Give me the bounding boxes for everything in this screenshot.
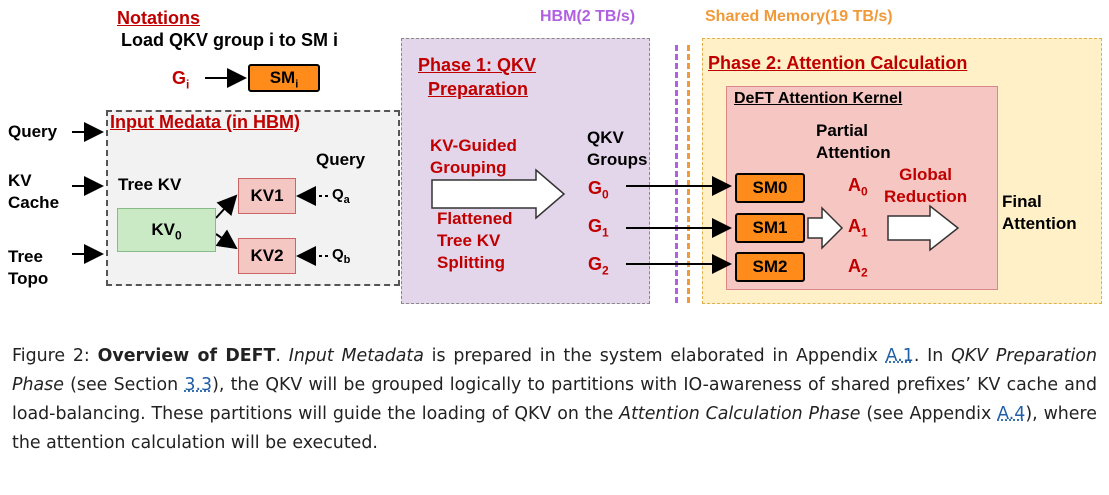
notations-desc: Load QKV group i to SM i [121,30,338,50]
group-g0: G0 [588,178,609,202]
sm2-node: SM2 [735,252,805,282]
hbm-divider [675,45,678,303]
phase2-title: Phase 2: Attention Calculation [708,53,968,73]
shared-divider [687,45,690,303]
kv1-node: KV1 [238,178,296,214]
figure-caption: Figure 2: Overview of DEFT. Input Metada… [12,346,1097,453]
tree-kv-label: Tree KV [118,175,182,194]
a0-label: A0 [848,175,868,199]
qa-label: Qa [332,186,350,206]
a1-label: A1 [848,216,868,240]
kernel-title: DeFT Attention Kernel [734,90,903,107]
notation-g: Gi [172,68,190,92]
shared-memory-label: Shared Memory(19 TB/s) [705,8,893,25]
notation-sm: SMi [248,64,320,92]
metadata-title: Input Medata (in HBM) [110,112,300,132]
link-appendix-a1[interactable]: A.1 [885,346,914,366]
qb-label: Qb [332,246,351,266]
kv0-node: KV0 [117,208,216,252]
sm1-node: SM1 [735,213,805,243]
caption-bold-title: Overview of DEFT [97,346,276,366]
phase1-panel [401,38,650,304]
group-g1: G1 [588,216,609,240]
sm0-node: SM0 [735,173,805,203]
link-appendix-a4[interactable]: A.4 [997,404,1026,424]
diagram-arrows [72,68,960,274]
a2-label: A2 [848,256,868,280]
link-section-3-3[interactable]: 3.3 [184,375,213,395]
hbm-label: HBM(2 TB/s) [540,8,636,25]
metadata-query-label: Query [316,150,366,169]
input-query: Query [8,122,58,141]
group-g2: G2 [588,254,609,278]
kv2-node: KV2 [238,238,296,274]
notations-title: Notations [117,8,200,28]
